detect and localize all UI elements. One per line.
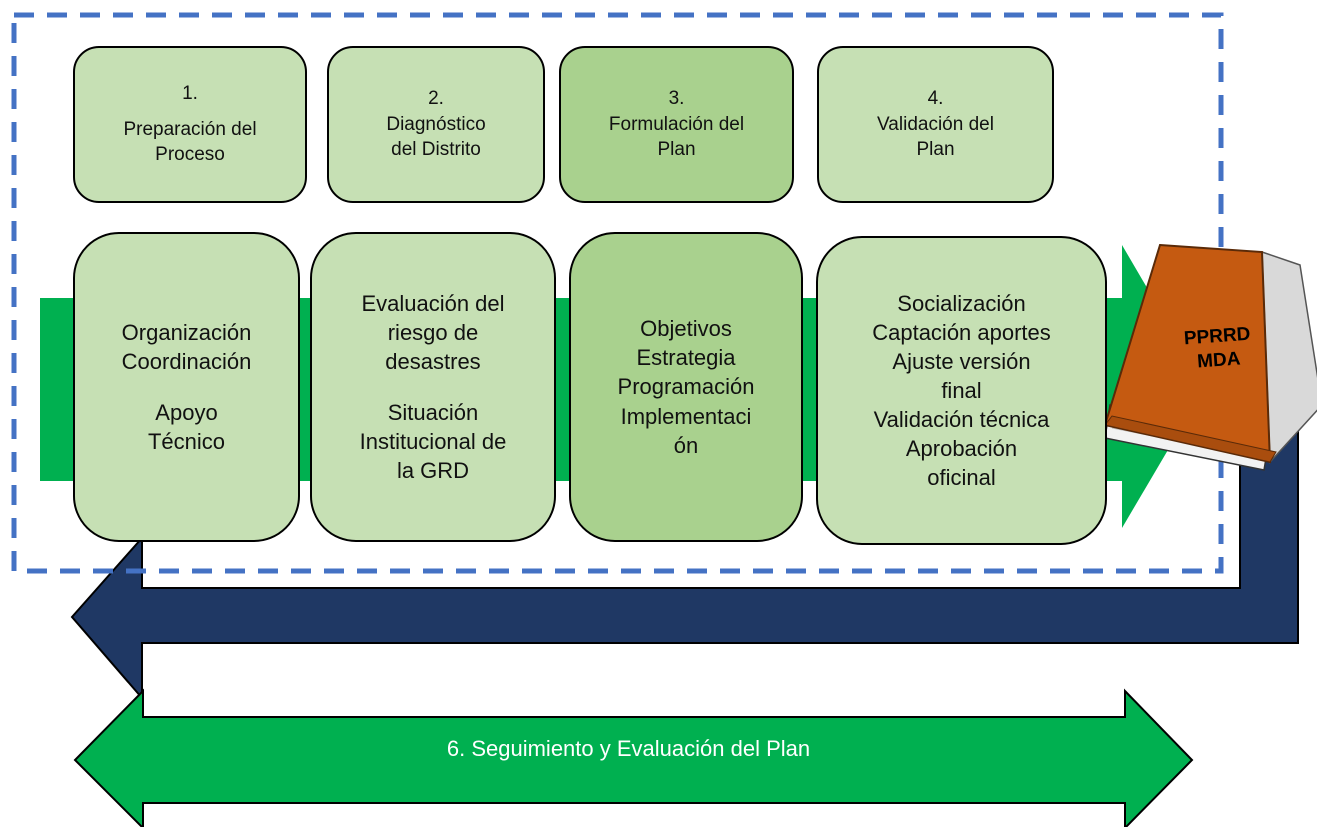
detail-line: Socialización	[897, 290, 1026, 316]
seguimiento-label: 6. Seguimiento y Evaluación del Plan	[446, 736, 811, 761]
step-number: 4.	[927, 88, 944, 110]
detail-box-objetivos: Objetivos Estrategia Programación Implem…	[569, 232, 803, 542]
step-title-line: Validación del	[877, 113, 994, 135]
detail-line: Coordinación	[121, 348, 252, 374]
detail-line: Evaluación del	[361, 290, 505, 316]
step-title-line: Proceso	[155, 144, 225, 166]
step-number: 3.	[668, 88, 685, 110]
detail-line: Organización	[121, 319, 252, 345]
step-title-line: Diagnóstico	[386, 113, 486, 135]
detail-line: oficinal	[927, 465, 996, 491]
step-number: 2.	[428, 88, 444, 110]
return-arrow	[70, 417, 1299, 701]
detail-line: Apoyo	[155, 400, 218, 425]
step-title-line: Formulación del	[608, 113, 745, 135]
step-box-diagnostico: 2. Diagnóstico del Distrito	[327, 46, 545, 203]
detail-line: Validación técnica	[873, 407, 1050, 433]
step-box-validacion: 4. Validación del Plan	[817, 46, 1054, 203]
step-number: 1.	[182, 83, 198, 105]
detail-line: desastres	[385, 348, 481, 374]
book-label: PPRRD MDA	[1147, 320, 1290, 377]
detail-line: Implementaci	[620, 403, 752, 429]
step-title-line: Plan	[916, 139, 955, 161]
step-title-line: del Distrito	[391, 139, 481, 161]
detail-line: la GRD	[396, 458, 470, 484]
detail-line: Estrategia	[636, 345, 736, 371]
detail-line: Institucional de	[359, 429, 507, 455]
step-box-preparacion: 1. Preparación del Proceso	[73, 46, 307, 203]
step-box-formulacion: 3. Formulación del Plan	[559, 46, 794, 203]
detail-line: Ajuste versión	[892, 348, 1031, 374]
detail-line: Captación aportes	[872, 319, 1051, 345]
detail-line: Situación	[387, 400, 479, 425]
detail-line: final	[941, 377, 982, 403]
detail-box-socializacion: Socialización Captación aportes Ajuste v…	[816, 236, 1107, 545]
detail-box-evaluacion: Evaluación del riesgo de desastres Situa…	[310, 232, 556, 542]
detail-box-organizacion: Organización Coordinación Apoyo Técnico	[73, 232, 300, 542]
double-arrow	[73, 688, 1194, 827]
detail-line: Aprobación	[905, 436, 1018, 462]
book-icon	[1103, 243, 1317, 471]
detail-line: Técnico	[147, 429, 226, 455]
step-title-line: Preparación del	[123, 118, 257, 140]
detail-line: Programación	[617, 374, 755, 400]
detail-line: riesgo de	[387, 319, 479, 345]
detail-line: ón	[673, 432, 699, 458]
detail-line: Objetivos	[640, 316, 732, 342]
step-title-line: Plan	[657, 139, 696, 161]
